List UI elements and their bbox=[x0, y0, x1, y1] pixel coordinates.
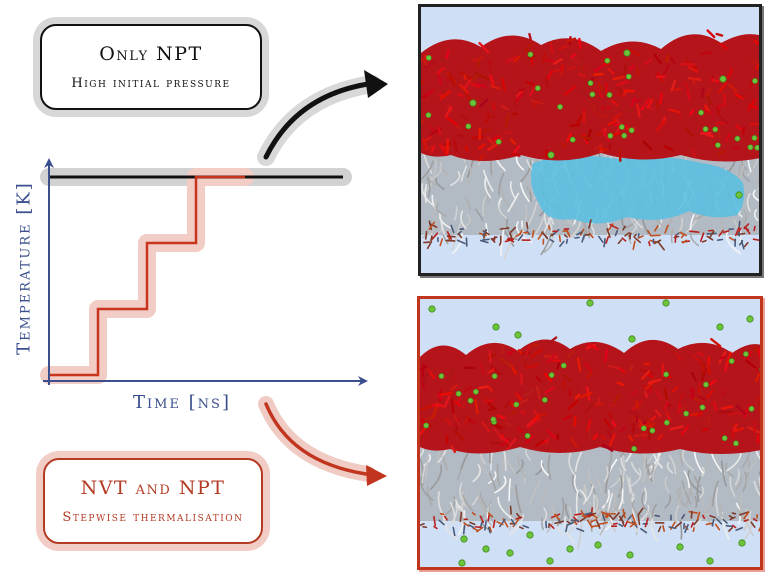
x-axis-label: Time [ns] bbox=[133, 392, 231, 413]
ion-spheres bbox=[425, 49, 759, 199]
headgroup-mass bbox=[421, 34, 759, 162]
top-curved-arrow bbox=[263, 81, 371, 160]
nvt-box-title: NVT and NPT bbox=[80, 476, 226, 499]
nvt-box-subtitle: Stepwise thermalisation bbox=[62, 509, 244, 525]
water-cluster bbox=[531, 155, 745, 224]
npt-box-title: Only NPT bbox=[99, 42, 203, 65]
lipid-headgroup-region bbox=[420, 336, 760, 454]
bottom-arrow-halo bbox=[258, 396, 376, 482]
series-line bbox=[49, 175, 245, 377]
ion-spheres bbox=[423, 299, 760, 567]
nvt-condition-box: NVT and NPT Stepwise thermalisation bbox=[43, 458, 263, 544]
lower-headgroup-layer bbox=[423, 219, 759, 251]
bottom-arrow-head bbox=[366, 465, 387, 486]
top-arrow-halo bbox=[257, 75, 381, 166]
lipid-headgroup-region bbox=[421, 29, 759, 162]
npt-condition-box: Only NPT High initial pressure bbox=[40, 24, 262, 110]
npt-box-subtitle: High initial pressure bbox=[71, 75, 231, 91]
top-arrow-head bbox=[364, 70, 388, 98]
y-axis-label: Temperature [K] bbox=[13, 181, 35, 355]
nvt-npt-simulation-snapshot bbox=[417, 296, 763, 570]
lower-headgroup-layer bbox=[420, 505, 760, 537]
headgroup-mass bbox=[420, 339, 760, 454]
npt-simulation-snapshot bbox=[418, 4, 762, 276]
bottom-curved-arrow bbox=[264, 402, 368, 476]
lipid-tail-region bbox=[420, 440, 760, 550]
